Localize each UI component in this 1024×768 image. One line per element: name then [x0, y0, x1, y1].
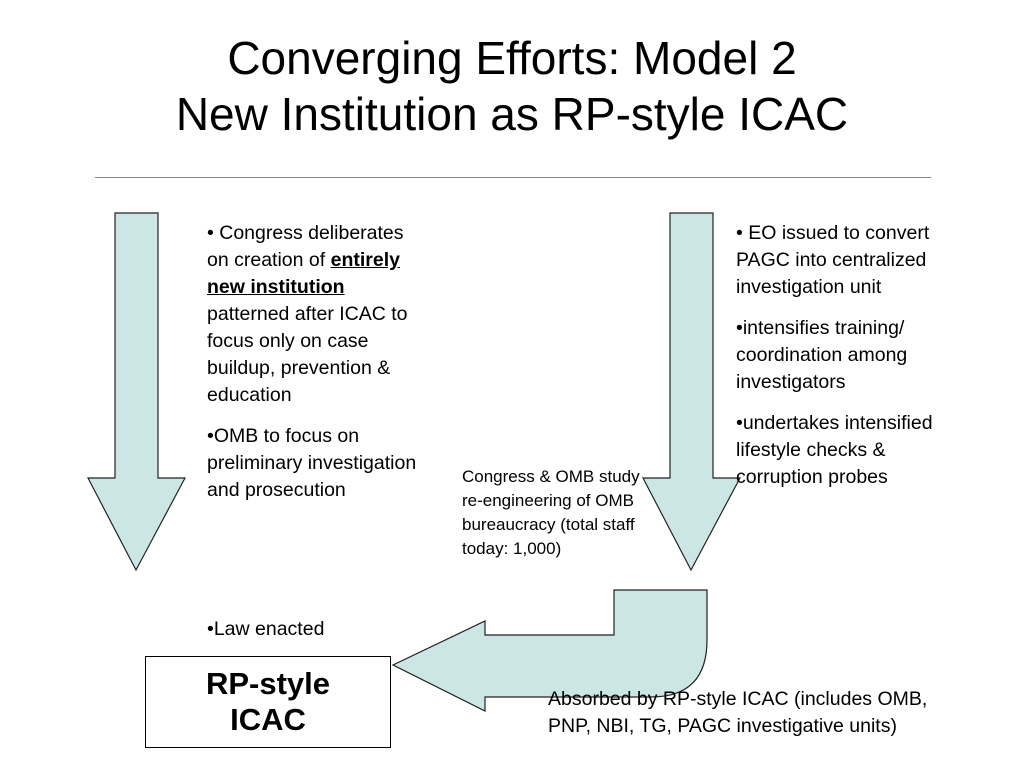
title-line-1: Converging Efforts: Model 2 — [227, 32, 797, 84]
title-line-2: New Institution as RP-style ICAC — [175, 88, 849, 140]
right-bullets: • EO issued to convert PAGC into central… — [736, 220, 948, 491]
absorbed-note: Absorbed by RP-style ICAC (includes OMB,… — [548, 688, 928, 737]
right-bullet-lifestyle: •undertakes intensified lifestyle checks… — [736, 412, 933, 488]
left-bullets: • Congress deliberates on creation of en… — [207, 220, 427, 504]
u-turn-left-arrow — [391, 589, 708, 712]
rp-style-icac-box: RP-style ICAC — [145, 656, 391, 748]
left-down-arrow — [87, 212, 186, 572]
middle-note: Congress & OMB study re-engineering of O… — [462, 467, 640, 558]
right-bullet-training: •intensifies training/ coordination amon… — [736, 317, 908, 393]
icac-box-line2: ICAC — [230, 702, 306, 737]
right-bullet-eo: • EO issued to convert PAGC into central… — [736, 222, 930, 298]
right-down-arrow — [642, 212, 741, 572]
title-divider — [95, 177, 931, 178]
left-bullet-congress: • Congress deliberates on creation of en… — [207, 222, 408, 406]
left-bullet-omb: •OMB to focus on preliminary investigati… — [207, 425, 417, 501]
left-bullet-law: •Law enacted — [207, 618, 325, 640]
icac-box-line1: RP-style — [205, 666, 331, 701]
slide-title: Converging Efforts: Model 2 New Institut… — [0, 30, 1024, 142]
emphasis-new-institution: entirely new institution — [207, 249, 400, 298]
